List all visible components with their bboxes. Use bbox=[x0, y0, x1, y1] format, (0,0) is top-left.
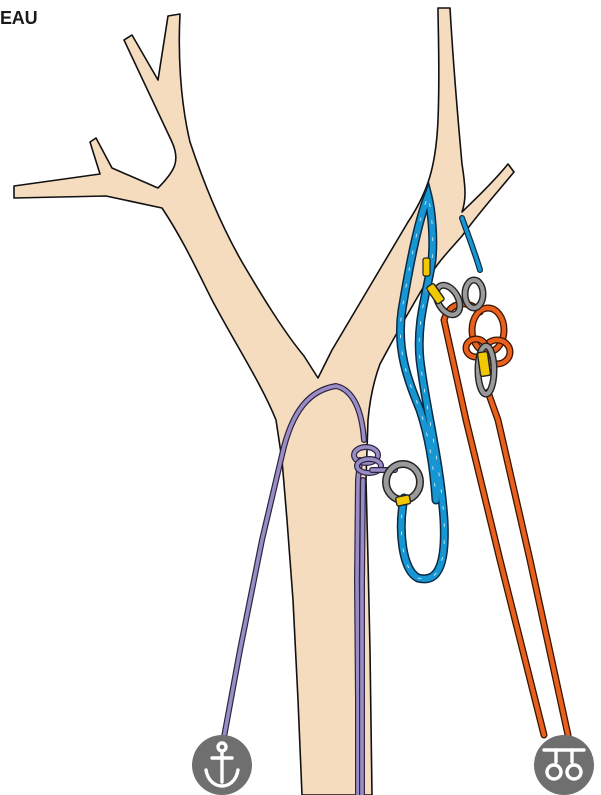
tree bbox=[14, 8, 514, 795]
blue-rope-gate bbox=[423, 258, 430, 276]
upper-left-carabiner bbox=[426, 281, 465, 319]
orange-rope bbox=[444, 304, 568, 735]
tree-trunk-and-branches bbox=[14, 8, 514, 795]
lower-carabiner bbox=[386, 464, 420, 506]
anchor-badge bbox=[192, 735, 252, 795]
middle-carabiner bbox=[477, 346, 494, 394]
ascender-badge bbox=[534, 735, 594, 795]
